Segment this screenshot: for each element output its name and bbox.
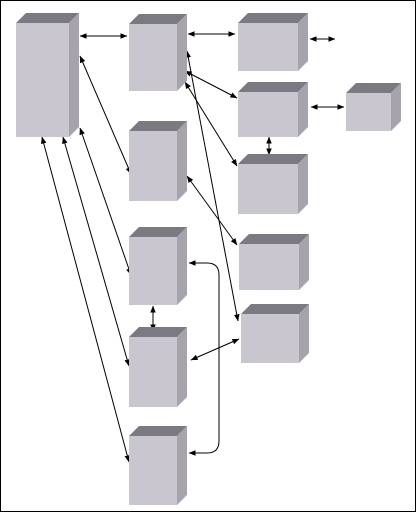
- block-k: [241, 304, 309, 363]
- block-h-front-face: [238, 92, 298, 137]
- block-a: [16, 13, 79, 137]
- block-a-top-face: [16, 13, 79, 23]
- block-j-side-face: [299, 234, 309, 290]
- block-g-front-face: [238, 23, 298, 71]
- block-k-side-face: [299, 304, 309, 363]
- block-g-side-face: [298, 13, 308, 71]
- block-i-front-face: [238, 164, 298, 214]
- block-k-front-face: [241, 314, 299, 363]
- block-f-front-face: [129, 436, 177, 505]
- block-b-side-face: [177, 14, 187, 91]
- block-d-top-face: [129, 227, 187, 237]
- block-l-side-face: [391, 83, 401, 131]
- block-f: [129, 426, 187, 505]
- block-j: [239, 234, 309, 290]
- connector-block-c-to-block-j: [186, 175, 238, 246]
- block-a-front-face: [16, 23, 69, 137]
- connector-block-a-to-block-c: [79, 55, 132, 175]
- connector-block-d-to-block-f: [188, 260, 220, 456]
- block-d-side-face: [177, 227, 187, 305]
- block-g-top-face: [238, 13, 308, 23]
- block-i-top-face: [238, 154, 308, 164]
- block-i-side-face: [298, 154, 308, 214]
- block-c-front-face: [129, 131, 177, 201]
- block-h: [238, 82, 308, 137]
- block-g: [238, 13, 308, 71]
- block-c-top-face: [129, 121, 187, 131]
- block-d-front-face: [129, 237, 177, 305]
- connector-block-a-to-block-d: [79, 127, 132, 276]
- block-j-front-face: [239, 244, 299, 290]
- block-k-top-face: [241, 304, 309, 314]
- block-l-top-face: [346, 83, 401, 93]
- block-h-side-face: [298, 82, 308, 137]
- connector-block-b-to-block-i: [184, 81, 238, 167]
- block-e: [129, 327, 187, 407]
- block-j-top-face: [239, 234, 309, 244]
- connectors-layer: [41, 31, 345, 463]
- block-f-top-face: [129, 426, 187, 436]
- block-f-side-face: [177, 426, 187, 505]
- connector-block-a-to-block-f: [41, 136, 130, 463]
- connector-block-e-to-block-k: [190, 338, 240, 361]
- block-i: [238, 154, 308, 214]
- block-a-side-face: [69, 13, 79, 137]
- block-b: [129, 14, 187, 91]
- block-l: [346, 83, 401, 131]
- block-b-front-face: [129, 24, 177, 91]
- blocks-layer: [16, 13, 401, 505]
- block-h-top-face: [238, 82, 308, 92]
- block-c: [129, 121, 187, 201]
- block-l-front-face: [346, 93, 391, 131]
- block-e-front-face: [129, 337, 177, 407]
- block-e-side-face: [177, 327, 187, 407]
- block-e-top-face: [129, 327, 187, 337]
- block-d: [129, 227, 187, 305]
- block-c-side-face: [177, 121, 187, 201]
- block-b-top-face: [129, 14, 187, 24]
